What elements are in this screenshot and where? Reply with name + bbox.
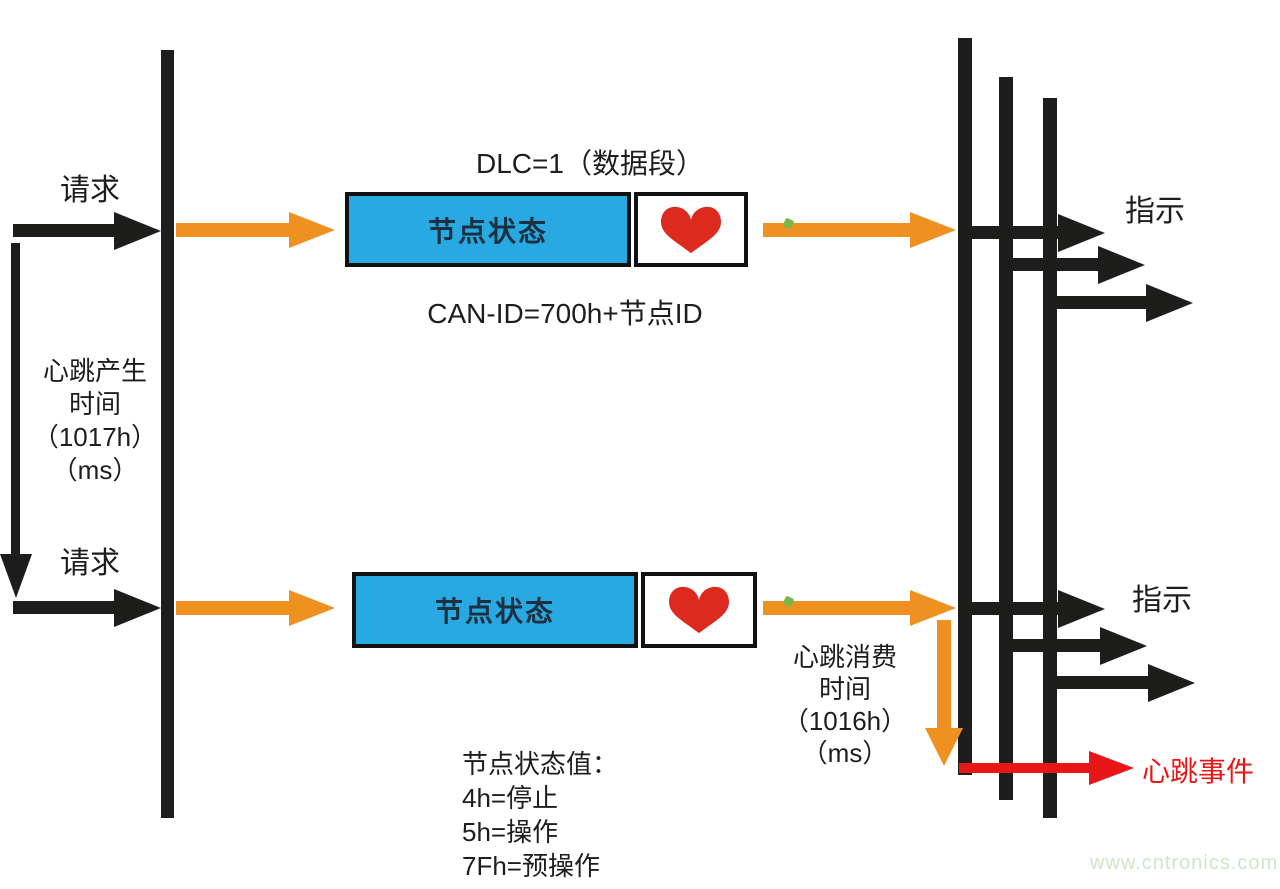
heartbeat-event-label: 心跳事件 [1142,756,1255,787]
watermark: www.cntronics.com [1090,852,1279,874]
consume-time-line1: 心跳消费 [792,642,897,672]
node-status-box-top: 节点状态 [345,192,631,267]
produce-time-line2: 时间 [68,389,121,419]
legend-line4: 7Fh=预操作 [462,851,600,881]
tx-arrow-bottom-left-shaft [176,601,289,615]
legend-line3: 5h=操作 [462,817,559,847]
indication-bottom-arrow1-head-icon [1058,590,1105,628]
indication-top-arrow1-shaft [972,226,1060,239]
consumer-timeline-bar-3 [1043,98,1057,818]
tx-arrow-bottom-left-head-icon [289,590,335,626]
indication-bottom-arrow1-shaft [972,602,1060,615]
consume-time-line2: 时间 [818,674,871,704]
consume-time-arrow-shaft [937,620,951,730]
heartbeat-consume-time-label: 心跳消费 时间 （1016h） （ms） [765,641,925,769]
request-arrow-bottom-head-icon [114,589,161,627]
tx-arrow-top-left-head-icon [289,212,335,248]
produce-time-line1: 心跳产生 [42,356,147,386]
produce-time-line4: （ms） [51,455,139,485]
heartbeat-event-arrow-head-icon [1089,751,1134,785]
tx-arrow-top-right-head-icon [910,212,956,248]
request-label-top: 请求 [60,174,120,207]
legend-line2: 4h=停止 [462,783,559,813]
heart-icon [669,586,729,634]
indication-top-arrow3-shaft [1056,296,1148,309]
produce-time-bracket-arrowhead-icon [0,554,32,598]
indication-label-bottom: 指示 [1132,584,1192,617]
request-arrow-top-head-icon [114,212,161,250]
heartbeat-produce-time-label: 心跳产生 时间 （1017h） （ms） [15,355,175,487]
request-label-bottom: 请求 [60,547,120,580]
heart-box-top [634,192,748,267]
tx-arrow-top-right-shaft [763,223,910,237]
consume-time-arrow-head-icon [925,728,963,766]
indication-bottom-arrow3-shaft [1056,676,1148,689]
consume-time-line4: （ms） [801,738,889,768]
node-status-label-bottom: 节点状态 [434,596,555,627]
indication-bottom-arrow2-shaft [1012,639,1100,652]
indication-top-arrow1-head-icon [1058,214,1105,252]
indication-top-arrow2-head-icon [1098,246,1145,284]
heartbeat-event-arrow-shaft [959,763,1091,773]
indication-bottom-arrow3-head-icon [1148,664,1195,702]
indication-top-arrow2-shaft [1012,258,1100,271]
consume-time-line3: （1016h） [782,706,908,736]
node-status-values-legend: 节点状态值： 4h=停止 5h=操作 7Fh=预操作 [462,747,618,883]
tx-arrow-top-left-shaft [176,223,289,237]
can-id-label: CAN-ID=700h+节点ID [427,298,703,329]
producer-timeline-bar [161,50,174,818]
indication-label-top: 指示 [1125,195,1185,228]
node-status-label-top: 节点状态 [427,215,548,247]
tx-arrow-bottom-right-shaft [763,601,910,615]
consumer-timeline-bar-2 [999,77,1013,800]
dlc-label: DLC=1（数据段） [476,148,704,179]
node-status-box-bottom: 节点状态 [352,572,638,648]
consumer-timeline-bar-1 [958,38,972,775]
request-arrow-top-shaft [13,224,115,237]
indication-top-arrow3-head-icon [1146,284,1193,322]
heart-icon [661,206,721,253]
heart-box-bottom [641,572,757,648]
legend-line1: 节点状态值： [462,749,619,779]
produce-time-bracket-line [11,243,20,556]
request-arrow-bottom-shaft [13,601,115,614]
produce-time-line3: （1017h） [32,422,158,452]
indication-bottom-arrow2-head-icon [1100,627,1147,665]
